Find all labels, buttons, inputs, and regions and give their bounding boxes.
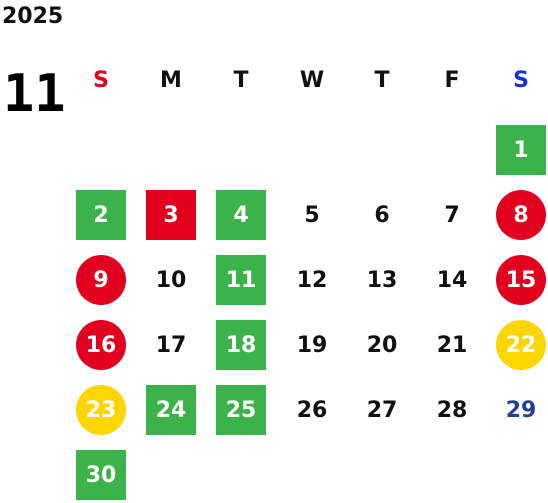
- calendar-day-19[interactable]: 19: [296, 332, 328, 358]
- calendar-day-29[interactable]: 29: [505, 397, 537, 423]
- calendar-day-28[interactable]: 28: [436, 397, 468, 423]
- calendar-day-5[interactable]: 5: [304, 202, 320, 228]
- calendar-day-16[interactable]: 16: [76, 320, 126, 370]
- calendar-day-23[interactable]: 23: [76, 385, 126, 435]
- calendar-day-21[interactable]: 21: [436, 332, 468, 358]
- calendar-day-24[interactable]: 24: [146, 385, 196, 435]
- calendar-day-2[interactable]: 2: [76, 190, 126, 240]
- calendar-day-17[interactable]: 17: [155, 332, 187, 358]
- weekday-label-6: S: [513, 68, 529, 93]
- calendar-year: 2025: [2, 4, 64, 29]
- calendar-day-12[interactable]: 12: [296, 267, 328, 293]
- calendar-day-3[interactable]: 3: [146, 190, 196, 240]
- calendar-day-11[interactable]: 11: [216, 255, 266, 305]
- calendar-day-22[interactable]: 22: [496, 320, 546, 370]
- calendar-day-13[interactable]: 13: [366, 267, 398, 293]
- calendar-day-1[interactable]: 1: [496, 125, 546, 175]
- calendar-day-10[interactable]: 10: [155, 267, 187, 293]
- weekday-label-0: S: [93, 68, 109, 93]
- calendar-day-6[interactable]: 6: [374, 202, 390, 228]
- calendar-day-4[interactable]: 4: [216, 190, 266, 240]
- calendar-day-25[interactable]: 25: [216, 385, 266, 435]
- calendar-day-27[interactable]: 27: [366, 397, 398, 423]
- calendar-month: 11: [3, 64, 66, 124]
- calendar-day-26[interactable]: 26: [296, 397, 328, 423]
- calendar-day-7[interactable]: 7: [444, 202, 460, 228]
- calendar-day-9[interactable]: 9: [76, 255, 126, 305]
- calendar-day-15[interactable]: 15: [496, 255, 546, 305]
- weekday-label-5: F: [444, 68, 460, 93]
- calendar-day-30[interactable]: 30: [76, 450, 126, 500]
- weekday-label-4: T: [374, 68, 390, 93]
- weekday-label-2: T: [233, 68, 249, 93]
- calendar-day-20[interactable]: 20: [366, 332, 398, 358]
- weekday-label-1: M: [160, 68, 182, 93]
- calendar-day-8[interactable]: 8: [496, 190, 546, 240]
- calendar-day-14[interactable]: 14: [436, 267, 468, 293]
- calendar-day-18[interactable]: 18: [216, 320, 266, 370]
- weekday-label-3: W: [299, 68, 325, 93]
